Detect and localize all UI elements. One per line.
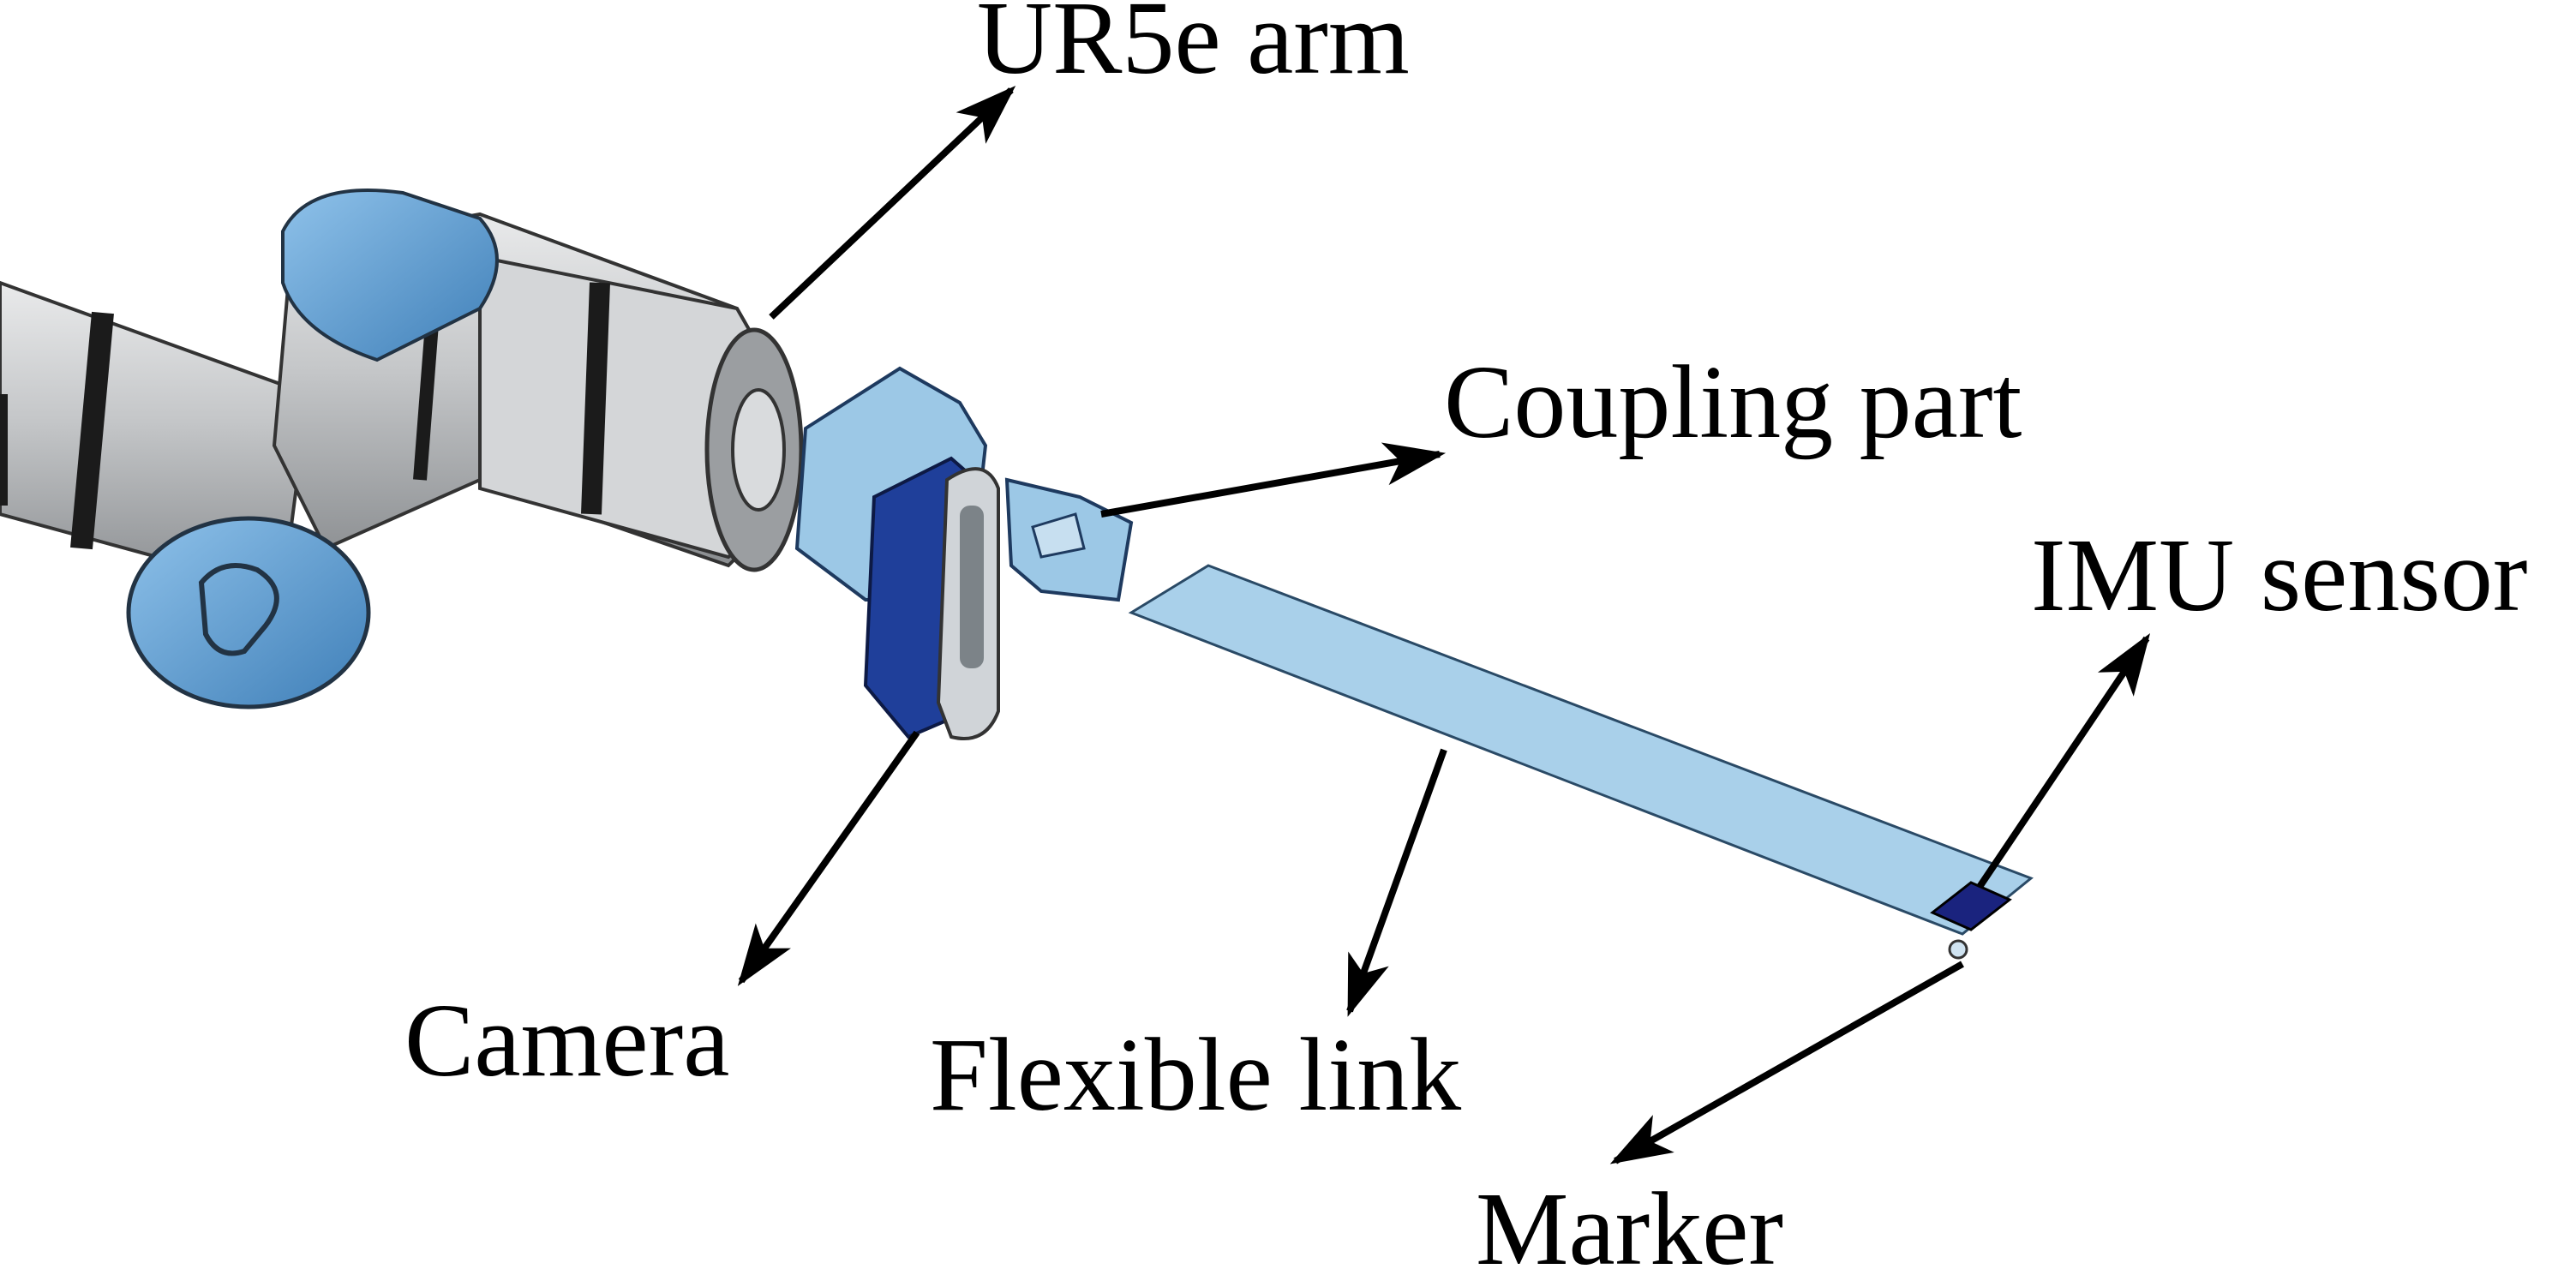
arm-joint-cap-bottom [126, 516, 371, 709]
ur-logo [198, 563, 279, 656]
arrow-coupling [1100, 442, 1447, 518]
arrow-camera [737, 730, 920, 986]
arrow-imu [1976, 633, 2151, 889]
arm-joint-band [70, 311, 114, 550]
ur5e-arm [0, 189, 804, 709]
arrow-marker [1609, 961, 1964, 1164]
label-arm: UR5e arm [977, 0, 1410, 96]
flexible-link-beam [1128, 564, 2034, 936]
label-marker: Marker [1476, 1171, 1783, 1275]
label-coupling: Coupling part [1444, 344, 2022, 460]
flexible-link [1128, 564, 2034, 960]
arrow-arm [769, 86, 1016, 320]
label-flexible-link: Flexible link [930, 1017, 1461, 1133]
annotation-arrows [737, 86, 2151, 1164]
arrow-flexible-link [1346, 748, 1447, 1017]
arm-joint-band [581, 282, 610, 515]
label-camera: Camera [404, 983, 729, 1098]
imu-sensor-board [1930, 881, 2012, 931]
marker-dot [1948, 939, 1968, 960]
label-imu: IMU sensor [2031, 518, 2527, 633]
coupling-clamp [1031, 512, 1086, 559]
camera [794, 366, 1000, 740]
coupling-part [1004, 477, 1134, 602]
arm-tool-flange-inner [731, 388, 786, 512]
camera-lens-slot [960, 506, 984, 668]
arm-joint-cap-top [281, 189, 499, 362]
